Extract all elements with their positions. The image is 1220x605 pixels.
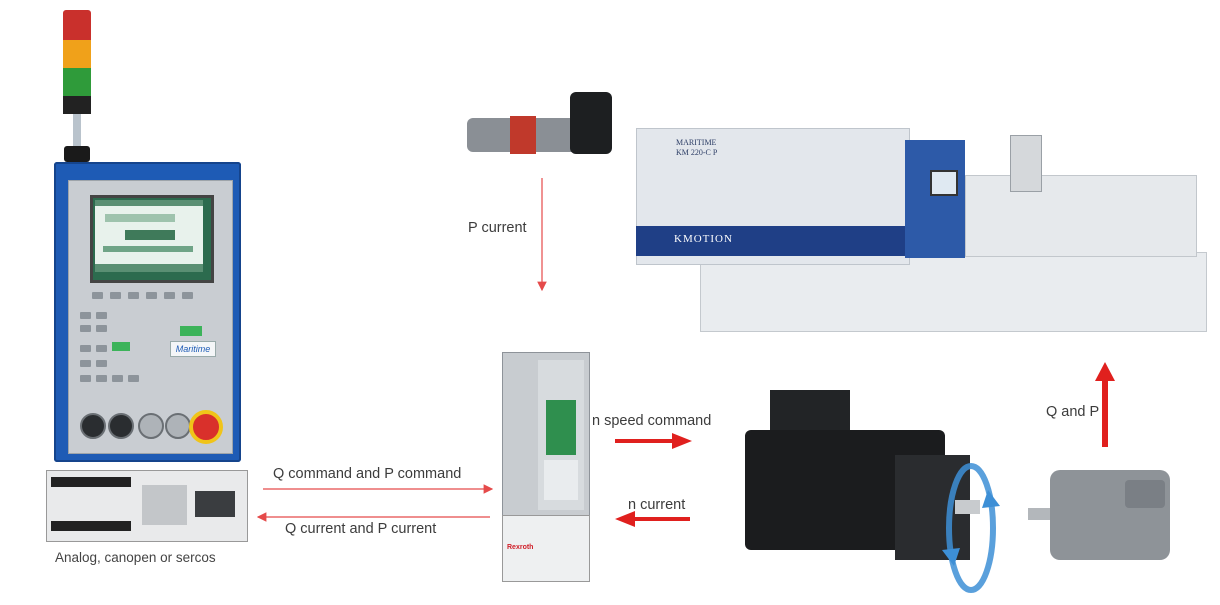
signal-tower-mount — [64, 146, 90, 162]
selector-knob[interactable] — [80, 413, 106, 439]
injection-unit — [965, 175, 1197, 257]
selector-knob[interactable] — [108, 413, 134, 439]
command-label: Q command and P command — [273, 466, 462, 482]
machine-control-column — [905, 140, 965, 258]
green-key[interactable] — [112, 342, 130, 351]
machine-hmi — [930, 170, 958, 196]
q-and-p-label: Q and P — [1046, 404, 1100, 420]
clamping-unit-band — [636, 226, 916, 256]
feedback-label: Q current and P current — [285, 521, 437, 537]
material-hopper — [1010, 135, 1042, 192]
pressure-sensor-connector — [570, 92, 612, 154]
signal-light-green — [63, 68, 91, 96]
bus-label: Analog, canopen or sercos — [55, 550, 216, 565]
machine-series: KMOTION — [674, 233, 733, 245]
speed-command-label: n speed command — [592, 413, 712, 429]
motor-shaft — [955, 500, 980, 514]
n-current-label: n current — [628, 497, 686, 513]
controller-logo: Maritime — [170, 341, 216, 357]
rotation-icon — [942, 463, 1000, 593]
servo-drive-module: Rexroth — [502, 515, 590, 582]
machine-model: KM 220-C P — [676, 148, 718, 157]
hmi-screen-content — [95, 200, 203, 272]
signal-light-red — [63, 10, 91, 40]
servo-drive-front — [538, 360, 584, 510]
signal-light-amber — [63, 40, 91, 68]
start-button[interactable] — [180, 326, 202, 336]
io-module — [46, 470, 248, 542]
machine-brand: MARITIME — [676, 138, 717, 147]
signal-tower-base — [63, 96, 91, 114]
signal-tower-pole — [73, 114, 81, 146]
key-switch[interactable] — [138, 413, 164, 439]
p-current-label: P current — [468, 220, 527, 236]
machine-base — [700, 252, 1207, 332]
pump-valve — [1125, 480, 1165, 508]
drive-logo: Rexroth — [507, 544, 534, 551]
emergency-stop-button[interactable] — [189, 410, 223, 444]
pressure-sensor-band — [510, 116, 536, 154]
